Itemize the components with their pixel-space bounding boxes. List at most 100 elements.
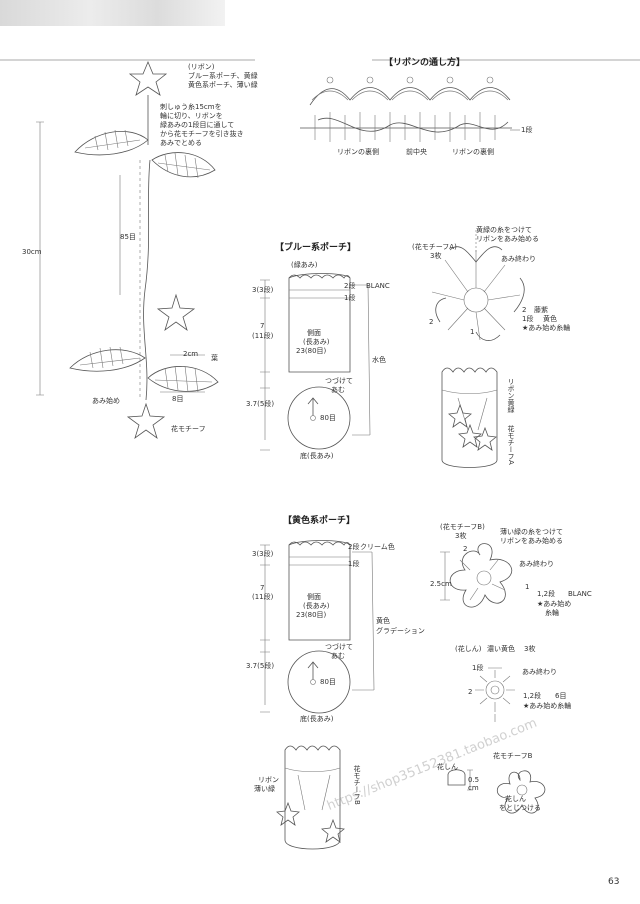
pouch-a-flower-3 <box>473 426 497 451</box>
yellow-h1: 3(3段) <box>252 550 274 558</box>
motif-b-ring: 糸輪 <box>545 609 559 617</box>
yellow-h2b: (11段) <box>252 593 274 601</box>
header-blur <box>0 0 225 26</box>
motif-b-note1: 薄い緑の糸をつけて <box>500 528 563 536</box>
motif-a-count: 3枚 <box>430 252 442 260</box>
yellow-row2: 2段 <box>348 543 360 551</box>
motif-a-n2b: 2 <box>429 318 434 326</box>
attach-tie2: をとじつける <box>499 804 541 812</box>
yellow-pouch-illustration <box>276 745 345 850</box>
flower-motif-label: 花モチーフ <box>171 425 206 433</box>
yellow-ribbon-a: リボン <box>258 776 279 784</box>
blue-side: 側面 <box>307 329 321 337</box>
motif-b-label: (花モチーフB) <box>440 523 485 531</box>
blue-green-ami: (緑あみ) <box>291 261 318 269</box>
center-n2: 2 <box>468 688 473 696</box>
yellow-m80: 80目 <box>320 678 336 686</box>
yellow-bottom: 底(長あみ) <box>300 715 334 723</box>
yellow-pouch-title: 【黄色系ポーチ】 <box>283 516 356 526</box>
blue-mizu: 水色 <box>372 356 386 364</box>
embroidery-note-3: 緑あみの1段目に通して <box>160 121 235 129</box>
motif-b-end: あみ終わり <box>519 560 554 568</box>
ribbon-note-3: 黄色系ポーチ、薄い緑 <box>188 81 258 89</box>
length-8: 8目 <box>172 395 184 403</box>
blue-join: つづけて <box>325 377 353 385</box>
blue-h3: 3.7(5段) <box>246 400 275 408</box>
yellow-ribbon-b: 薄い緑 <box>254 785 275 793</box>
motif-a-note1: 黄緑の糸をつけて <box>476 226 532 234</box>
ribbon-back-left: リボンの裏側 <box>337 148 379 156</box>
motif-b-start: ★あみ始め <box>537 600 572 608</box>
motif-a-n1: 1 <box>470 328 475 336</box>
ribbon-pass-row1: 1段 <box>521 126 533 134</box>
leaf-left-bottom <box>69 349 146 372</box>
ribbon-back-right: リボンの裏側 <box>452 148 494 156</box>
motif-a-ring: ★あみ始め糸輪 <box>522 324 571 332</box>
motif-a-fuji: 藤紫 <box>534 306 548 314</box>
yellow-side3: 23(80目) <box>296 611 327 619</box>
embroidery-note-5: あみでとめる <box>160 139 202 147</box>
leaf-right-top <box>151 152 216 178</box>
flower-top <box>128 60 168 96</box>
center-rows: 1,2段 <box>523 692 542 700</box>
pouch-a-flower-1 <box>448 403 472 428</box>
embroidery-note-4: から花モチーフを引き抜き <box>160 130 244 138</box>
motif-a-r1: 1段 <box>522 315 534 323</box>
front-center: 前中央 <box>406 148 427 156</box>
motif-a-ribbon-vertical: リボン黄緑 <box>507 378 515 413</box>
motif-b-n1: 1 <box>525 583 530 591</box>
ribbon-pass-title: 【リボンの通し方】 <box>384 58 466 68</box>
pouch-a-flower-2 <box>458 423 482 448</box>
center-count: 3枚 <box>524 645 536 653</box>
flower-center-diagram <box>475 667 515 722</box>
yellow-color: 黄色 <box>376 617 390 625</box>
yellow-h3: 3.7(5段) <box>246 662 275 670</box>
motif-b-n2: 2 <box>463 545 468 553</box>
leaf-2cm: 2cm <box>183 350 199 358</box>
center-m6: 6目 <box>555 692 567 700</box>
length-30cm: 30cm <box>22 248 42 256</box>
leaf-left-top <box>74 131 149 156</box>
yellow-side2: (長あみ) <box>303 602 330 610</box>
embroidery-note-2: 輪に切り、リボンを <box>160 112 223 120</box>
yellow-row1: 1段 <box>348 560 360 568</box>
blue-m80: 80目 <box>320 414 336 422</box>
ribbon-pass-diagram <box>300 76 520 142</box>
blue-join2: あむ <box>331 386 345 394</box>
center-color: 濃い黄色 <box>487 645 515 653</box>
attach-diagram <box>447 769 546 814</box>
blue-h2: 7 <box>260 322 265 330</box>
blue-side2: (長あみ) <box>303 338 330 346</box>
motif-a-n2: 2 <box>522 306 527 314</box>
attach-center: 花しん <box>437 763 458 771</box>
motif-b-count: 3枚 <box>455 532 467 540</box>
motif-a-end: あみ終わり <box>501 255 536 263</box>
blue-row1: 1段 <box>344 294 356 302</box>
yellow-side: 側面 <box>307 593 321 601</box>
leaf-right-bottom <box>147 366 219 392</box>
flower-mid <box>156 293 196 332</box>
ribbon-note-1: (リボン) <box>188 63 215 71</box>
motif-a-label: (花モチーフA) <box>412 243 457 251</box>
blue-pouch-diagram <box>260 273 371 451</box>
flower-motif-a-diagram <box>431 230 525 341</box>
blue-pouch-title: 【ブルー系ポーチ】 <box>275 243 357 253</box>
blue-side3: 23(80目) <box>296 347 327 355</box>
motif-a-note2: リボンをあみ始める <box>476 235 539 243</box>
embroidery-note-1: 刺しゅう糸15cmを <box>160 103 222 111</box>
center-label: (花しん) <box>455 645 482 653</box>
center-ring: ★あみ始め糸輪 <box>523 702 572 710</box>
leaf-label: 葉 <box>211 354 218 362</box>
page-number: 63 <box>608 877 620 887</box>
yellow-h2: 7 <box>260 584 265 592</box>
ribbon-diagram <box>36 60 219 440</box>
blue-pouch-illustration <box>441 367 498 468</box>
motif-b-blanc: BLANC <box>568 590 592 598</box>
yellow-pouch-diagram <box>260 540 375 714</box>
motif-b-note2: リボンをあみ始める <box>500 537 563 545</box>
flower-bottom <box>126 402 166 440</box>
blue-h1: 3(3段) <box>252 286 274 294</box>
yellow-cream: クリーム色 <box>360 543 395 551</box>
attach-size: 0.5 <box>468 776 480 784</box>
